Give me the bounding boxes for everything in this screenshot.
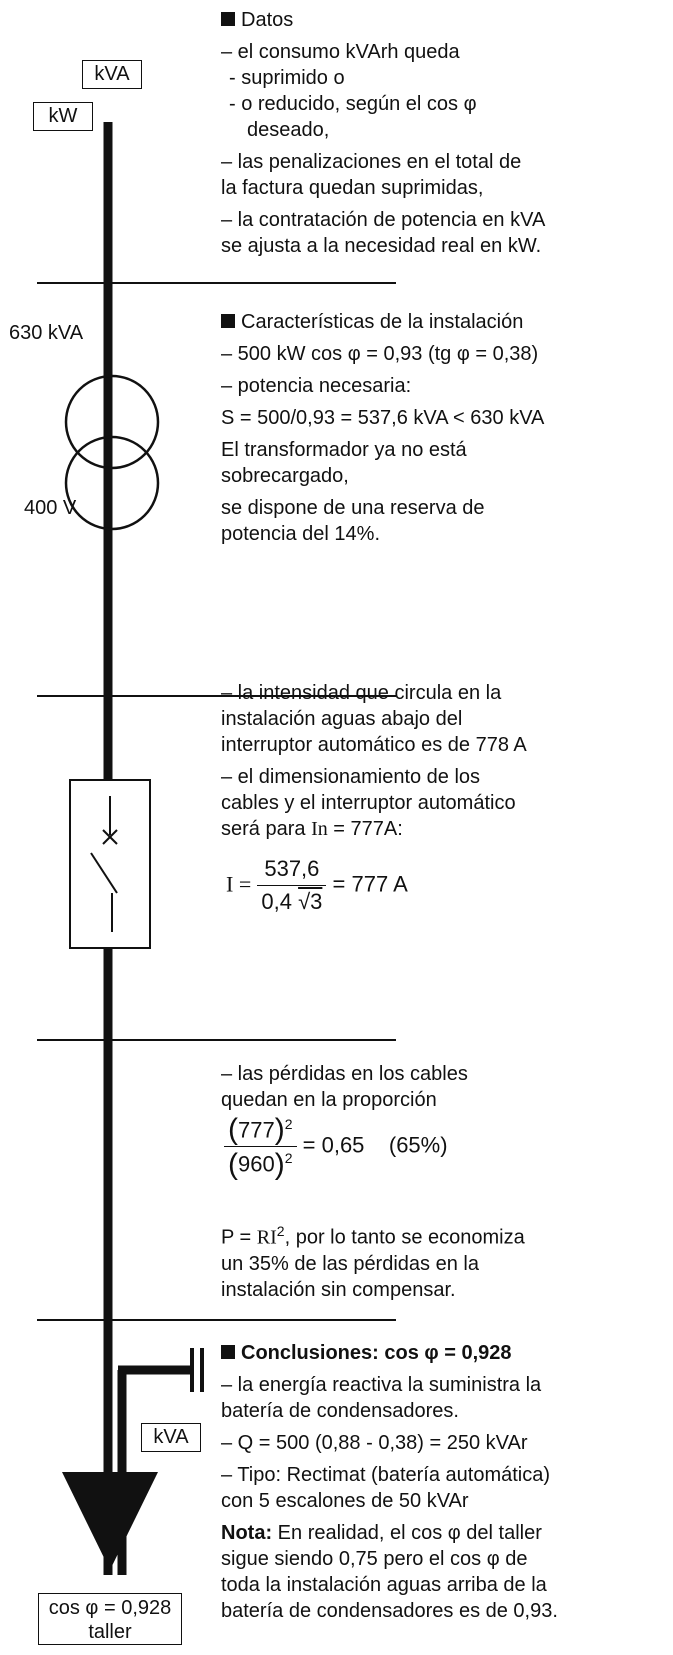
- bullet-icon: [221, 314, 235, 328]
- text-line: – la contratación de potencia en kVA: [221, 209, 546, 231]
- text-line: – las pérdidas en los cables: [221, 1063, 468, 1085]
- text-line: P = RI2, por lo tanto se economiza: [221, 1223, 525, 1249]
- text-line: se ajusta a la necesidad real en kW.: [221, 235, 542, 257]
- section-heading: Conclusiones: cos φ = 0,928: [221, 1340, 673, 1366]
- text-line: la factura quedan suprimidas,: [221, 177, 484, 199]
- text-line: – 500 kW cos φ = 0,93 (tg φ = 0,38): [221, 343, 539, 365]
- text-line: – el dimensionamiento de los: [221, 766, 481, 788]
- voltage-label: 400 V: [24, 497, 77, 519]
- breaker-switch-blade: [90, 852, 118, 894]
- text-line: instalación sin compensar.: [221, 1278, 456, 1301]
- sqrt-three: √3: [298, 889, 323, 914]
- section-intensidad: – la intensidad que circula en la instal…: [221, 680, 671, 842]
- text-line: quedan en la proporción: [221, 1089, 437, 1111]
- text-line: Nota: En realidad, el cos φ del taller: [221, 1522, 542, 1544]
- ratio-numerator: 777: [238, 1117, 275, 1143]
- text-line: sigue siendo 0,75 pero el cos φ de: [221, 1548, 528, 1570]
- text-line: – el consumo kVArh queda: [221, 41, 460, 63]
- text-line: toda la instalación aguas arriba de la: [221, 1574, 547, 1596]
- bullet-icon: [221, 1345, 235, 1359]
- kw-label-box: kW: [33, 102, 93, 131]
- text-line: deseado,: [247, 119, 330, 141]
- text-line: – la energía reactiva la suministra la: [221, 1374, 542, 1396]
- section-conclusiones: Conclusiones: cos φ = 0,928 – la energía…: [221, 1340, 673, 1624]
- load-cos-phi: cos φ = 0,928: [48, 1597, 172, 1619]
- current-formula: I = 537,6 0,4 √3 = 777 A: [226, 856, 408, 915]
- load-arrow: [62, 1472, 158, 1570]
- ratio-denominator: 960: [238, 1151, 275, 1177]
- text-line: – Tipo: Rectimat (batería automática): [221, 1464, 551, 1486]
- load-box: cos φ = 0,928 taller: [38, 1593, 182, 1645]
- text-line: El transformador ya no está: [221, 439, 467, 461]
- text-line: con 5 escalones de 50 kVAr: [221, 1490, 469, 1512]
- loss-ratio-formula: (777)2 (960)2 = 0,65 (65%): [224, 1115, 448, 1179]
- load-name: taller: [88, 1621, 132, 1643]
- formula-numerator: 537,6: [257, 856, 327, 886]
- text-line: sobrecargado,: [221, 465, 349, 487]
- text-line: – la intensidad que circula en la: [221, 682, 502, 704]
- section-heading: Datos: [221, 7, 671, 33]
- text-line: - suprimido o: [229, 67, 345, 89]
- transformer-secondary-coil: [64, 435, 160, 531]
- text-line: – Q = 500 (0,88 - 0,38) = 250 kVAr: [221, 1432, 528, 1454]
- text-line: será para In = 777A:: [221, 818, 403, 840]
- formula-result: = 777 A: [332, 871, 408, 897]
- section-perdidas-tail: P = RI2, por lo tanto se economiza un 35…: [221, 1218, 671, 1303]
- formula-lhs: I =: [226, 871, 252, 897]
- section-heading: Características de la instalación: [221, 309, 671, 335]
- text-line: se dispone de una reserva de: [221, 497, 485, 519]
- formula-denominator: 0,4: [261, 889, 292, 914]
- text-line: potencia del 14%.: [221, 523, 381, 545]
- text-line: batería de condensadores es de 0,93.: [221, 1600, 558, 1622]
- capacitor-kva-box: kVA: [141, 1423, 201, 1452]
- text-line: S = 500/0,93 = 537,6 kVA < 630 kVA: [221, 407, 545, 429]
- transformer-rating-label: 630 kVA: [9, 322, 84, 344]
- text-line: - o reducido, según el cos φ: [229, 93, 477, 115]
- text-line: – potencia necesaria:: [221, 375, 412, 397]
- text-line: – las penalizaciones en el total de: [221, 151, 522, 173]
- text-line: un 35% de las pérdidas en la: [221, 1252, 479, 1275]
- ratio-result: = 0,65 (65%): [302, 1132, 448, 1158]
- bullet-icon: [221, 12, 235, 26]
- section-datos: Datos – el consumo kVArh queda - suprimi…: [221, 7, 671, 259]
- text-line: cables y el interruptor automático: [221, 792, 516, 814]
- section-perdidas: – las pérdidas en los cables quedan en l…: [221, 1061, 671, 1113]
- transformer-primary-coil: [64, 374, 160, 470]
- section-caracteristicas: Características de la instalación – 500 …: [221, 309, 671, 547]
- text-line: batería de condensadores.: [221, 1400, 459, 1422]
- text-line: interruptor automático es de 778 A: [221, 734, 527, 756]
- text-line: instalación aguas abajo del: [221, 708, 463, 730]
- kva-label-box: kVA: [82, 60, 142, 89]
